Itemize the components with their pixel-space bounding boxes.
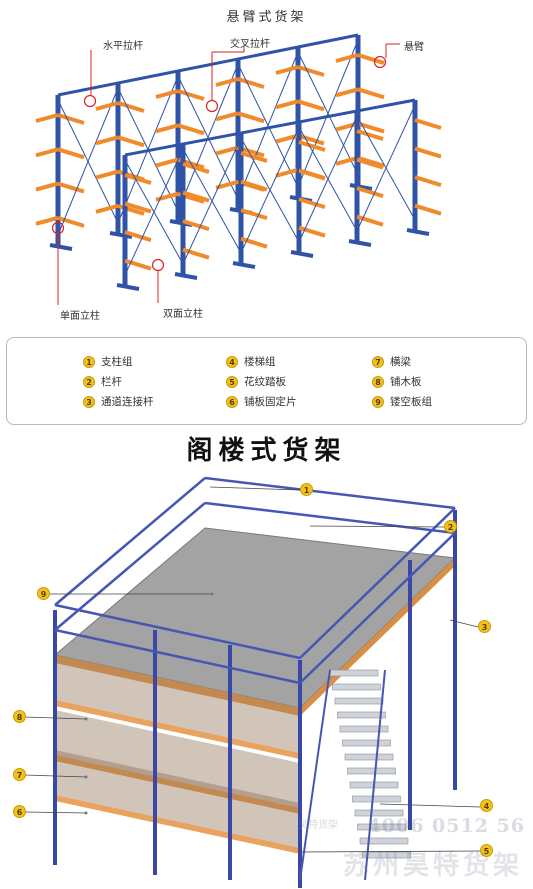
legend-number-badge: 4 [226, 355, 238, 368]
label-cantilever-arm: 悬臂 [404, 42, 424, 53]
legend-number-badge: 7 [372, 355, 384, 368]
legend-label: 铺板固定片 [244, 396, 297, 408]
legend-label: 通道连接杆 [101, 396, 154, 408]
watermark-company: 苏州昊特货架 [342, 851, 523, 881]
callout-2: 2 [444, 520, 457, 533]
legend-item: 1 支柱组 [83, 354, 133, 369]
label-double-column: 双面立柱 [163, 309, 203, 320]
legend-item: 7 横梁 [372, 354, 411, 369]
legend-label: 横梁 [390, 356, 411, 368]
label-cross-rod: 交叉拉杆 [230, 39, 270, 50]
cantilever-rack-illustration [35, 33, 442, 305]
callout-3: 3 [478, 620, 491, 633]
callout-5: 5 [480, 844, 493, 857]
label-single-column: 单面立柱 [60, 311, 100, 322]
watermark-small: 昊特货架 [298, 820, 338, 831]
legend-item: 9 镂空板组 [372, 394, 432, 409]
legend-item: 4 楼梯组 [226, 354, 276, 369]
label-horizontal-rod: 水平拉杆 [103, 41, 143, 52]
callout-6: 6 [13, 805, 26, 818]
legend-number-badge: 1 [83, 355, 95, 368]
legend-item: 8 铺木板 [372, 374, 422, 389]
legend-number-badge: 5 [226, 375, 238, 388]
legend-item: 2 栏杆 [83, 374, 122, 389]
legend-item: 6 铺板固定片 [226, 394, 297, 409]
callout-1: 1 [300, 483, 313, 496]
legend-item: 5 花纹踏板 [226, 374, 286, 389]
legend-label: 铺木板 [390, 376, 422, 388]
mezzanine-rack-illustration [24, 476, 481, 888]
callout-8: 8 [13, 710, 26, 723]
legend-number-badge: 3 [83, 395, 95, 408]
legend-number-badge: 6 [226, 395, 238, 408]
legend-number-badge: 2 [83, 375, 95, 388]
legend-label: 支柱组 [101, 356, 133, 368]
cantilever-rack-title: 悬臂式货架 [226, 10, 307, 25]
legend-number-badge: 9 [372, 395, 384, 408]
legend-label: 镂空板组 [390, 396, 432, 408]
watermark-phone: 4006 0512 56 [367, 815, 525, 837]
legend-item: 3 通道连接杆 [83, 394, 154, 409]
callout-9: 9 [37, 587, 50, 600]
legend-label: 栏杆 [101, 376, 122, 388]
legend-label: 楼梯组 [244, 356, 276, 368]
legend-number-badge: 8 [372, 375, 384, 388]
callout-4: 4 [480, 799, 493, 812]
mezzanine-rack-title: 阁楼式货架 [186, 436, 347, 466]
legend-label: 花纹踏板 [244, 376, 286, 388]
callout-7: 7 [13, 768, 26, 781]
